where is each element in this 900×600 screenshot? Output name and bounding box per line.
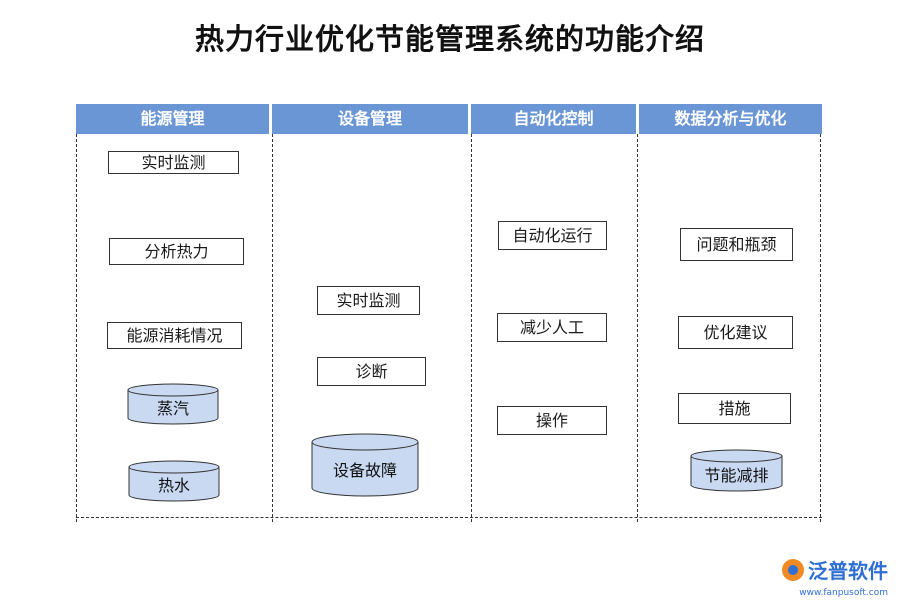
node-heat-analysis: 分析热力 (109, 238, 244, 265)
cylinder-shape (128, 460, 220, 502)
cylinder-shape (311, 433, 419, 497)
node-optimization-suggestions: 优化建议 (678, 316, 793, 349)
brand-logo: 泛普软件 (782, 555, 888, 584)
node-problems-bottlenecks: 问题和瓶颈 (680, 228, 793, 261)
column-divider (820, 134, 821, 522)
column-header-data-analysis: 数据分析与优化 (639, 104, 822, 134)
node-reduce-labor: 减少人工 (497, 313, 607, 342)
node-realtime-monitoring: 实时监测 (108, 151, 239, 174)
cylinder-label: 节能减排 (704, 466, 769, 485)
column-divider (637, 134, 638, 522)
bottom-border (76, 517, 822, 518)
cylinder-energy-saving: 节能减排 (690, 449, 783, 492)
cylinder-label: 设备故障 (332, 461, 397, 480)
cylinder-label: 蒸汽 (156, 399, 189, 418)
node-diagnosis: 诊断 (317, 357, 426, 386)
cylinder-equipment-failure: 设备故障 (311, 433, 419, 497)
cylinder-hot-water: 热水 (128, 460, 220, 502)
brand-url: www.fanpusoft.com (799, 588, 888, 598)
node-measures: 措施 (678, 393, 791, 424)
fanpu-logo-icon (782, 559, 804, 581)
cylinder-shape (127, 383, 219, 425)
column-header-equipment: 设备管理 (272, 104, 468, 134)
brand-name: 泛普软件 (808, 559, 888, 583)
page-title: 热力行业优化节能管理系统的功能介绍 (194, 22, 705, 56)
column-header-energy: 能源管理 (76, 104, 269, 134)
cylinder-shape (690, 449, 783, 492)
column-divider (76, 134, 77, 522)
cylinder-steam: 蒸汽 (127, 383, 219, 425)
column-header-automation: 自动化控制 (471, 104, 636, 134)
column-divider (471, 134, 472, 522)
node-operation: 操作 (497, 406, 607, 435)
cylinder-label: 热水 (157, 476, 190, 495)
node-realtime-monitoring: 实时监测 (317, 286, 420, 315)
column-divider (272, 134, 273, 522)
node-energy-consumption: 能源消耗情况 (107, 322, 242, 349)
node-automated-operation: 自动化运行 (498, 221, 607, 250)
